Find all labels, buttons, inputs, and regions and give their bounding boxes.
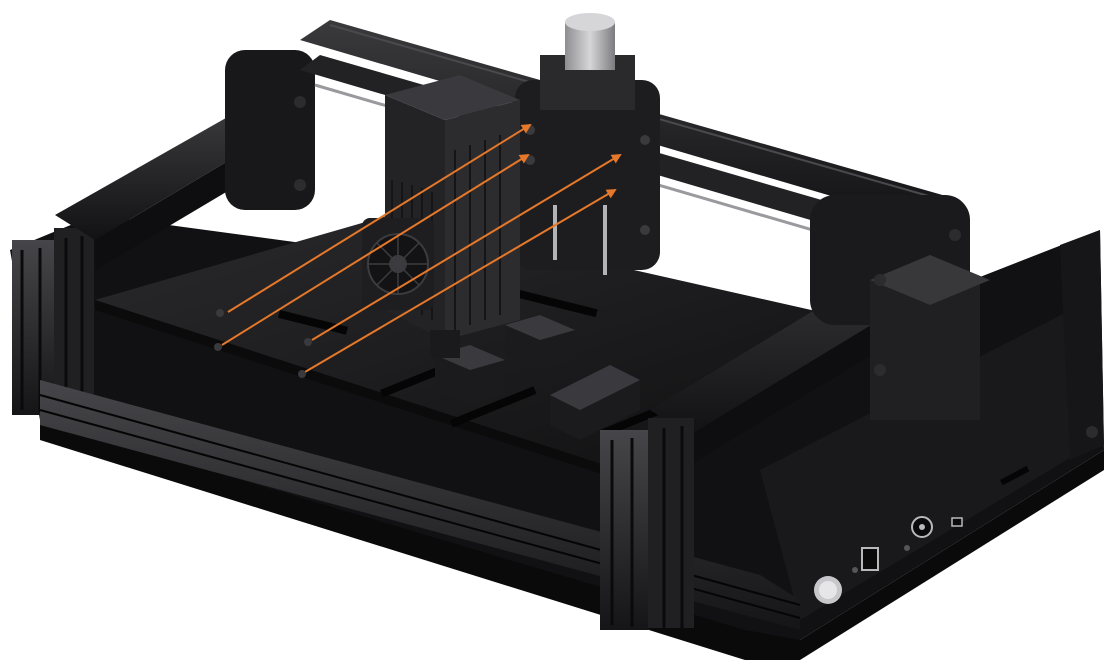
- dc-jack-icon[interactable]: [911, 516, 933, 538]
- micro-usb-port-icon[interactable]: [951, 517, 963, 527]
- bed-clamps: [435, 315, 640, 440]
- arrow-4: [304, 188, 617, 373]
- screws: [214, 309, 312, 378]
- usb-port-icon[interactable]: [861, 547, 879, 571]
- laser-module: [362, 75, 520, 358]
- screw-icon: [904, 545, 910, 551]
- power-button-icon[interactable]: [814, 576, 842, 604]
- control-panel: [814, 516, 963, 604]
- arrow-3: [311, 153, 622, 341]
- arrow-2: [221, 153, 530, 346]
- right-housing: [999, 230, 1104, 486]
- left-y-rail: [55, 50, 315, 270]
- fan-icon: [362, 218, 434, 310]
- right-front-frame: [600, 418, 694, 630]
- arrow-1: [227, 123, 532, 313]
- mounting-arrows: [221, 123, 622, 373]
- indicator-icon: [852, 567, 858, 573]
- z-stepper-motor: [550, 13, 630, 90]
- right-y-rail: [650, 195, 990, 465]
